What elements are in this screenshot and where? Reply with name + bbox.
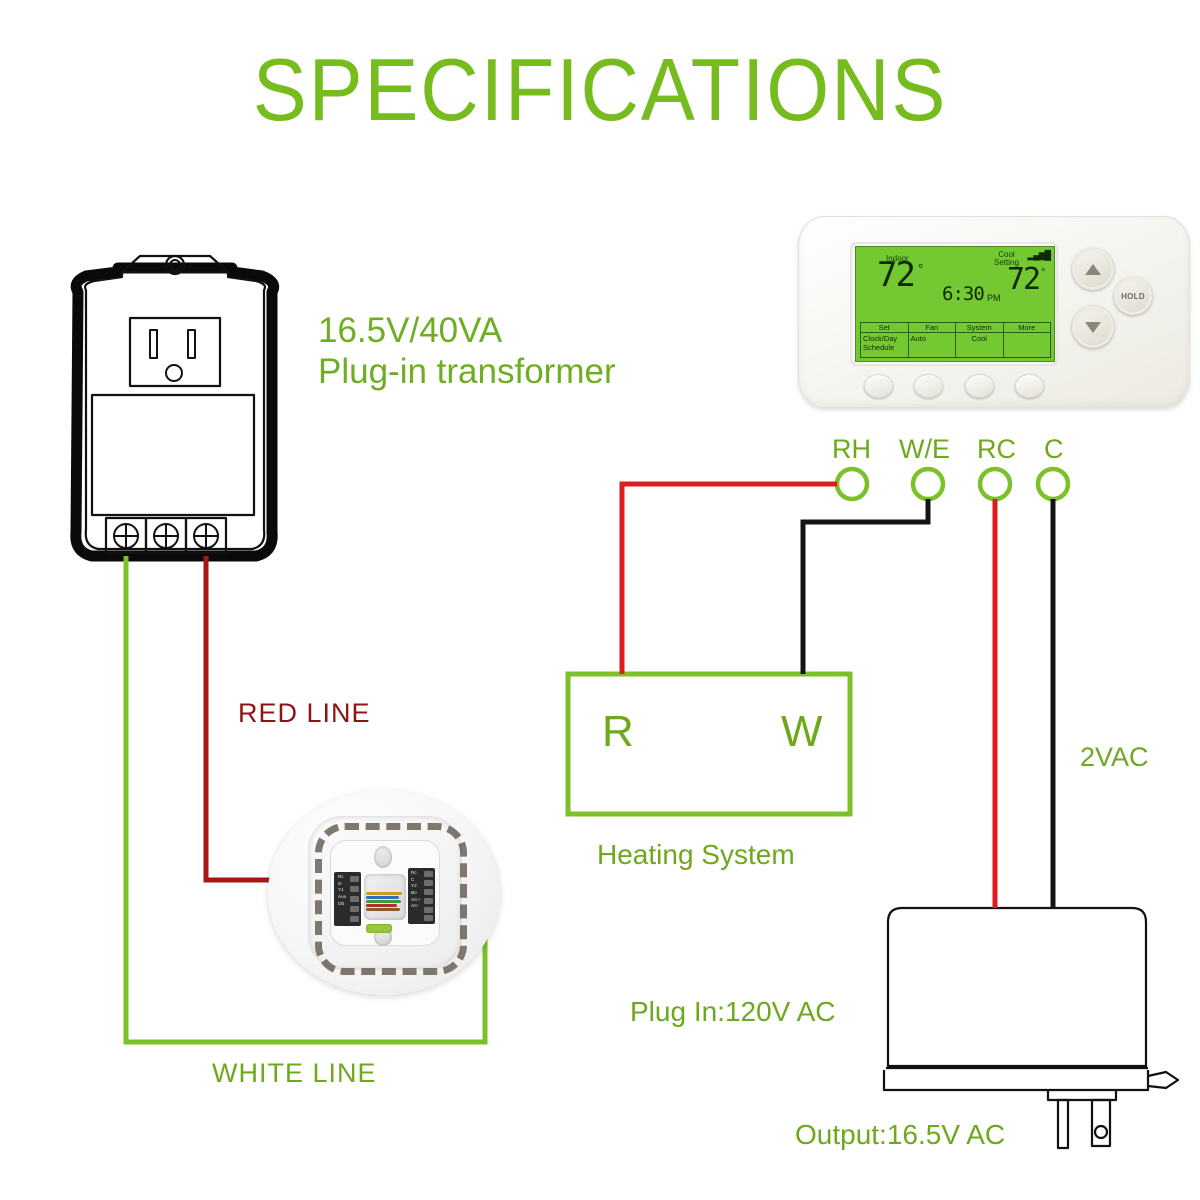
down-arrow-icon (1085, 321, 1101, 333)
wire-red-rh-to-heating-r (619, 481, 837, 674)
terminal-circle-we (910, 466, 946, 502)
screen-menu-item-fan[interactable]: Fan Auto (907, 322, 956, 358)
temperature-down-button[interactable] (1072, 306, 1114, 348)
transformer-spec-line2: Plug-in transformer (318, 352, 616, 392)
thermostat[interactable]: ▂▄▆█ Indoor 72 ° 6:30 PM Cool Setting 72… (798, 216, 1190, 408)
menu-title: More (1003, 323, 1050, 334)
heating-system-box (565, 671, 853, 817)
temperature-up-button[interactable] (1072, 248, 1114, 290)
wallplate-keyhole-slot (374, 846, 392, 868)
front-button-1[interactable] (864, 374, 893, 398)
heating-terminal-r: R (602, 707, 634, 756)
terminal-label-c: C (1044, 434, 1064, 464)
menu-title: Fan (908, 323, 955, 334)
vac-label: 2VAC (1080, 742, 1149, 772)
menu-sub1: Clock/Day (863, 334, 898, 344)
terminal-label-we: W/E (899, 434, 950, 464)
terminal-circles (834, 466, 1071, 502)
wallplate-terminal-block-left[interactable] (334, 872, 361, 926)
signal-bars-icon: ▂▄▆█ (1027, 250, 1051, 260)
terminal-label-rh: RH (832, 434, 871, 464)
menu-title: Set (861, 323, 908, 334)
screen-indoor-degree: ° (918, 261, 924, 276)
power-supply-side-lineart (882, 906, 1180, 1150)
menu-sub1: Auto (910, 334, 926, 344)
terminal-circle-c (1035, 466, 1071, 502)
terminal-circle-rc (977, 466, 1013, 502)
screen-menu-bar: Set Clock/Day Schedule Fan Auto System C… (860, 322, 1051, 358)
menu-sub2: Schedule (863, 343, 895, 353)
wallplate-bubble-level (366, 924, 392, 933)
screen-time-meridiem: PM (987, 293, 1001, 303)
screen-cool-caption-line2: Setting (994, 258, 1019, 268)
screen-indoor-caption: Indoor (886, 254, 909, 263)
heating-system-caption: Heating System (597, 839, 795, 870)
thermostat-side-buttons: HOLD (1066, 244, 1176, 364)
terminal-circle-rh (834, 466, 870, 502)
front-button-4[interactable] (1014, 374, 1044, 398)
terminal-label-rc: RC (977, 434, 1016, 464)
hold-button[interactable]: HOLD (1114, 277, 1152, 315)
output-voltage-label: Output:16.5V AC (795, 1119, 1006, 1150)
screen-cool-value: 72 (1007, 262, 1041, 297)
front-button-2[interactable] (914, 374, 944, 398)
screen-cool-caption: Cool Setting (994, 250, 1019, 268)
red-line-label: RED LINE (238, 698, 371, 728)
screen-menu-item-more[interactable]: More (1002, 322, 1051, 358)
transformer-spec-label: 16.5V/40VA Plug-in transformer (318, 310, 616, 393)
screen-indoor-value: 72 (877, 255, 916, 295)
wallplate-vent-ring (315, 823, 467, 975)
heating-terminal-w: W (781, 707, 823, 756)
white-line-label: WHITE LINE (212, 1058, 377, 1088)
screen-cool-degree: ° (1041, 267, 1046, 279)
menu-title: System (956, 323, 1003, 334)
thermostat-screen: ▂▄▆█ Indoor 72 ° 6:30 PM Cool Setting 72… (855, 246, 1055, 362)
plug-in-voltage-label: Plug In:120V AC (630, 996, 836, 1027)
screen-cool-caption-line1: Cool (998, 250, 1015, 259)
screen-menu-item-set-clock[interactable]: Set Clock/Day Schedule (860, 322, 909, 358)
page-title: SPECIFICATIONS (252, 40, 948, 139)
menu-sub2: Cool (971, 334, 987, 344)
wallplate-wire-opening (364, 874, 406, 920)
wallplate-terminal-block-right[interactable] (408, 868, 435, 924)
wallplate-wire-bundle (366, 892, 404, 918)
up-arrow-icon (1085, 263, 1101, 275)
screen-time: 6:30 (942, 283, 985, 305)
transformer-front-lineart (70, 254, 280, 562)
screen-menu-item-system[interactable]: System Cool (955, 322, 1004, 358)
front-button-3[interactable] (964, 374, 994, 398)
transformer-spec-line1: 16.5V/40VA (318, 311, 503, 350)
thermostat-front-buttons (864, 374, 1044, 398)
wire-black-we-to-heating-w (800, 499, 931, 674)
